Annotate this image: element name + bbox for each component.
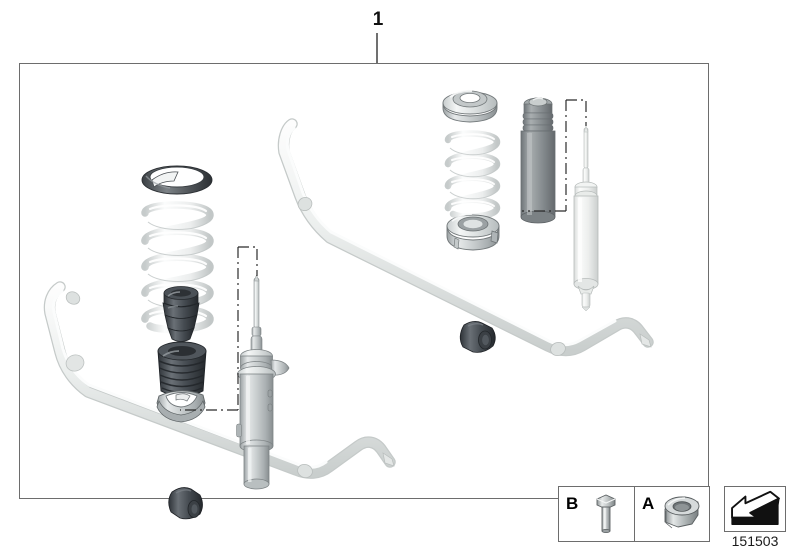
hex-bolt-icon (582, 489, 630, 539)
part-number: 151503 (731, 533, 779, 549)
legend-item-b[interactable]: B (559, 487, 634, 541)
diagram-frame (19, 63, 709, 499)
hex-nut-icon (657, 489, 705, 539)
legend-letter-b: B (566, 494, 579, 513)
legend-box: B (558, 486, 710, 542)
callout-number-1: 1 (372, 9, 384, 30)
legend-letter-a: A (642, 494, 655, 513)
direction-arrow-icon (724, 486, 786, 532)
legend-item-a[interactable]: A (634, 487, 709, 541)
